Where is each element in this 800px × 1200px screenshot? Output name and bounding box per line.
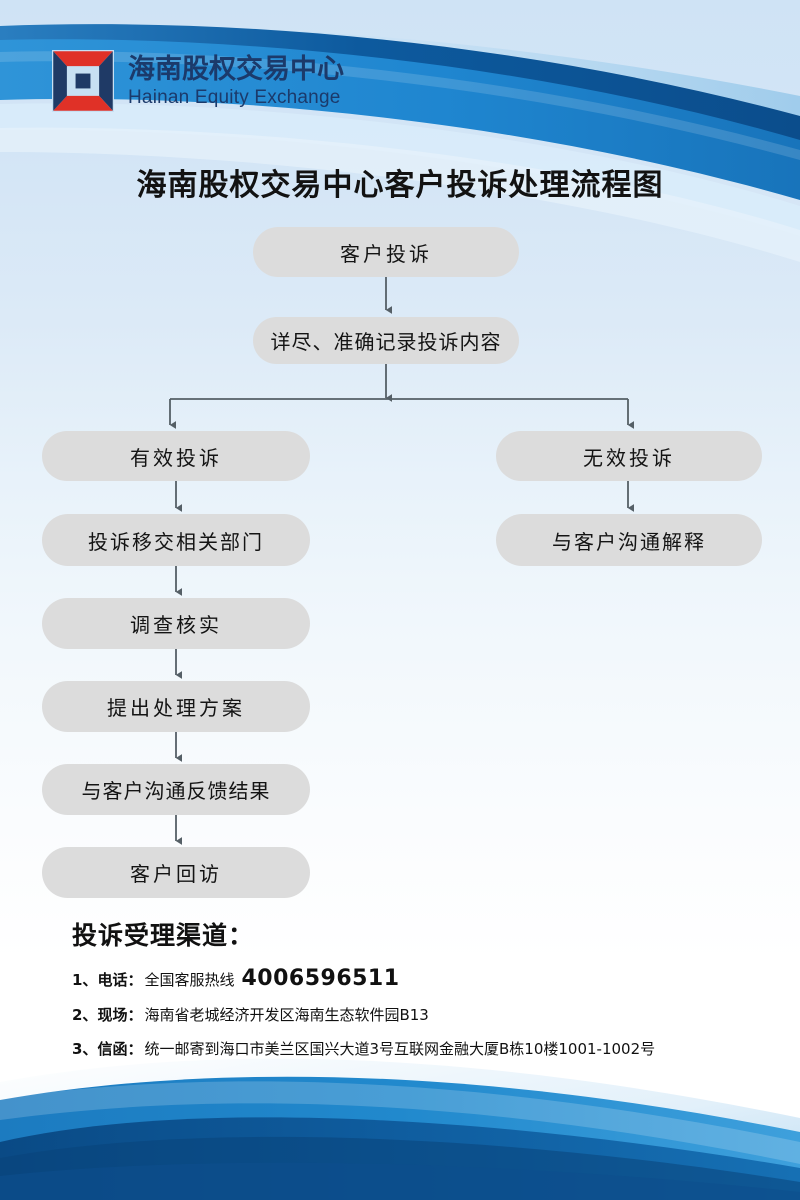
channels-heading: 投诉受理渠道： <box>72 921 255 950</box>
channel-label-1: 电话： <box>97 971 143 989</box>
flow-node-propose[interactable]: 提出处理方案 <box>42 681 310 732</box>
flow-node-start[interactable]: 客户投诉 <box>253 227 519 277</box>
flow-node-revisit[interactable]: 客户回访 <box>42 847 310 898</box>
channel-label-3: 信函： <box>97 1040 143 1058</box>
flow-node-invalid[interactable]: 无效投诉 <box>496 431 762 481</box>
channel-index-2: 2、 <box>72 1006 98 1024</box>
channel-item-onsite: 2、 现场： 海南省老城经济开发区海南生态软件园B13 <box>72 1004 772 1025</box>
flow-node-valid[interactable]: 有效投诉 <box>42 431 310 481</box>
flow-node-explain[interactable]: 与客户沟通解释 <box>496 514 762 566</box>
channel-index-1: 1、 <box>72 971 98 989</box>
channel-index-3: 3、 <box>72 1040 98 1058</box>
flow-node-transfer[interactable]: 投诉移交相关部门 <box>42 514 310 566</box>
page-title: 海南股权交易中心客户投诉处理流程图 <box>136 168 664 203</box>
flow-node-feedback[interactable]: 与客户沟通反馈结果 <box>42 764 310 815</box>
flow-node-investigate[interactable]: 调查核实 <box>42 598 310 649</box>
complaint-channels-section: 投诉受理渠道： 1、 电话： 全国客服热线 4006596511 2、 现场： … <box>72 916 772 1072</box>
flow-node-record[interactable]: 详尽、准确记录投诉内容 <box>253 317 519 364</box>
channel-phone-number: 4006596511 <box>241 966 400 991</box>
channel-value-2: 海南省老城经济开发区海南生态软件园B13 <box>144 1006 429 1024</box>
channel-value-3: 统一邮寄到海口市美兰区国兴大道3号互联网金融大厦B栋10楼1001-1002号 <box>144 1040 656 1058</box>
brand-name-en: Hainan Equity Exchange <box>128 86 341 108</box>
brand-name-cn: 海南股权交易中心 <box>128 53 344 85</box>
brand-logo: 海南股权交易中心 Hainan Equity Exchange <box>52 50 344 112</box>
channel-item-mail: 3、 信函： 统一邮寄到海口市美兰区国兴大道3号互联网金融大厦B栋10楼1001… <box>72 1038 772 1059</box>
hainan-equity-emblem-icon <box>52 50 114 112</box>
channel-label-2: 现场： <box>97 1006 143 1024</box>
channel-value-1: 全国客服热线 <box>144 971 235 989</box>
channel-item-phone: 1、 电话： 全国客服热线 4006596511 <box>72 966 772 991</box>
